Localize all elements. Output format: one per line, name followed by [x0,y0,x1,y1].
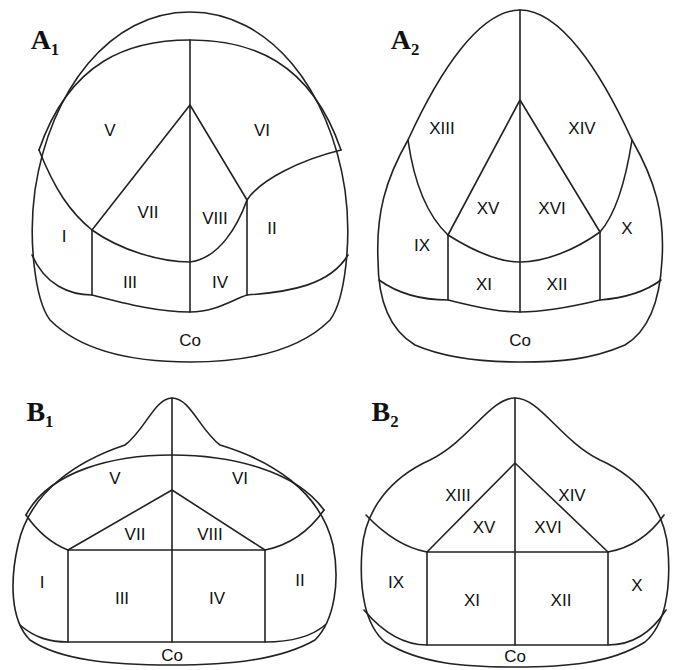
region-number: XVI [538,200,565,217]
region-number: I [40,574,45,591]
region-border [67,550,69,642]
region-number: VI [232,470,248,487]
region-border [26,510,324,550]
region-border [427,463,608,552]
region-number: XIII [445,487,471,504]
outline [32,12,347,362]
region-border [246,200,248,295]
panel-letter: B₂ [371,398,398,426]
region-number: XI [464,592,480,609]
region-border [599,232,601,300]
region-number: XI [476,276,492,293]
region-code: Co [161,647,183,664]
region-border [514,398,516,645]
region-number: X [631,577,642,594]
region-number: II [267,220,276,237]
region-border [264,550,266,642]
region-border [426,552,428,645]
region-number: III [115,590,129,607]
region-number: V [104,122,115,139]
region-border [32,255,348,312]
outline [378,10,663,362]
region-border [379,280,661,312]
outline [361,398,668,667]
region-code: Co [509,332,531,349]
region-number: IV [209,590,225,607]
region-border [448,100,600,235]
region-number: XII [551,592,572,609]
region-number: XV [477,200,500,217]
region-number: II [295,572,304,589]
region-number: VII [138,204,159,221]
region-border [607,552,609,645]
panel-letter: B₁ [26,398,53,426]
region-border [92,105,247,230]
region-number: VII [125,526,146,543]
panel-letter: A₂ [391,26,420,54]
region-number: XIII [429,120,455,137]
panel-letter: A₁ [31,26,60,54]
region-number: X [621,220,632,237]
region-border [519,10,521,312]
region-number: XIV [558,487,585,504]
region-number: IX [388,574,404,591]
region-border [20,625,325,642]
region-number: VI [254,122,270,139]
region-number: IV [212,274,228,291]
region-number: III [123,274,137,291]
region-number: V [109,470,120,487]
region-code: Co [504,648,526,665]
region-border [68,490,265,550]
region-number: XV [473,519,496,536]
region-border [364,610,666,645]
region-border [189,40,191,312]
region-border [91,230,93,295]
region-number: VIII [197,526,223,543]
region-border [171,398,173,642]
region-number: I [62,228,67,245]
region-border [26,455,324,515]
region-number: XVI [534,519,561,536]
region-number: XIV [568,120,595,137]
region-number: VIII [202,210,228,227]
region-number: XII [547,276,568,293]
region-border [447,235,449,300]
outline [13,398,336,665]
region-code: Co [179,332,201,349]
region-number: IX [414,237,430,254]
